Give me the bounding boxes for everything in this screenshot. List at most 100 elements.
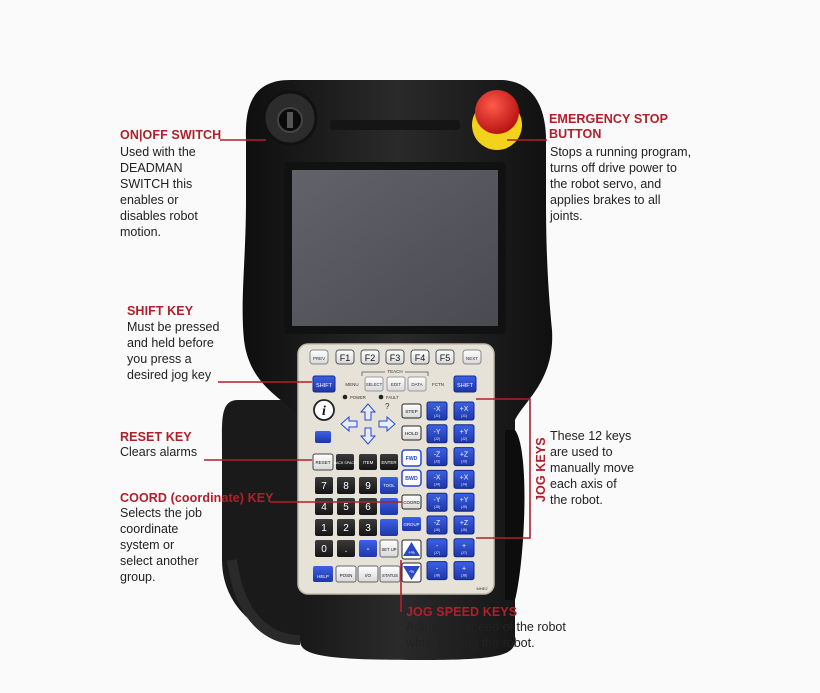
left-keys: RESET BACK SPACE ITEM ENTER xyxy=(312,453,398,471)
enter-key[interactable] xyxy=(380,454,398,470)
key-label: 5 xyxy=(343,502,349,513)
key-label: I/O xyxy=(365,573,372,578)
key-f3[interactable] xyxy=(385,349,405,365)
fwd-key[interactable] xyxy=(401,449,422,467)
key-label: PREV xyxy=(313,356,325,361)
item-key[interactable] xyxy=(359,454,377,470)
jog-key-label: -Y xyxy=(434,497,441,504)
move-menu-key[interactable] xyxy=(380,519,398,536)
jog-key[interactable] xyxy=(426,424,448,444)
estop-button-icon[interactable] xyxy=(475,90,519,134)
callout-lines xyxy=(204,139,547,612)
jog-key-label: -Y xyxy=(434,429,441,436)
jog-key-label: + xyxy=(462,543,466,550)
jog-title: JOG KEYS xyxy=(534,437,548,502)
key-label: FWD xyxy=(406,456,418,462)
setup-key[interactable] xyxy=(379,539,399,558)
jog-key-label: -X xyxy=(434,474,441,481)
key-edit[interactable] xyxy=(386,376,406,392)
power-label: POWER xyxy=(350,395,366,400)
key-dot[interactable] xyxy=(337,540,355,557)
io-key[interactable] xyxy=(357,565,379,583)
key-1[interactable] xyxy=(315,519,333,536)
shift-desc: Must be pressed and held before you pres… xyxy=(127,320,220,382)
onoff-desc: Used with the DEADMAN SWITCH this enable… xyxy=(120,145,198,239)
key-label: COORD xyxy=(403,500,419,505)
jog-key[interactable] xyxy=(453,469,475,489)
key-label: HOLD xyxy=(405,431,419,437)
posn-key[interactable] xyxy=(335,565,357,583)
jog-key[interactable] xyxy=(453,538,475,558)
body-grip-right xyxy=(505,430,525,600)
jog-key-label: +Z xyxy=(460,452,469,459)
key-f5[interactable] xyxy=(435,349,455,365)
jog-key[interactable] xyxy=(426,401,448,421)
jog-key-label: + xyxy=(462,566,466,573)
arrow-left-icon[interactable] xyxy=(340,415,358,433)
step-key[interactable] xyxy=(401,403,422,419)
key-label: FCTN xyxy=(432,382,444,387)
teach-bracket xyxy=(361,371,429,376)
key-label: TOOL xyxy=(383,483,395,488)
jog-key[interactable] xyxy=(426,561,448,581)
key-label: 2 xyxy=(343,523,349,534)
key-label: 6 xyxy=(365,502,371,513)
key-2[interactable] xyxy=(337,519,355,536)
jog-key[interactable] xyxy=(426,515,448,535)
key-f4[interactable] xyxy=(410,349,430,365)
key-3[interactable] xyxy=(359,519,377,536)
key-9[interactable] xyxy=(359,477,377,494)
jog-key[interactable] xyxy=(453,447,475,467)
jog-key-axis: (J6) xyxy=(434,528,441,532)
key-data[interactable] xyxy=(407,376,427,392)
reset-key[interactable] xyxy=(312,453,334,471)
arrow-up-icon[interactable] xyxy=(359,403,377,421)
bwd-key[interactable] xyxy=(401,469,422,487)
jog-key[interactable] xyxy=(453,515,475,535)
key-minus[interactable] xyxy=(359,540,377,557)
jog-key[interactable] xyxy=(453,401,475,421)
key-next[interactable] xyxy=(462,349,482,365)
estop-title-1: EMERGENCY STOP xyxy=(549,112,669,126)
jog-key[interactable] xyxy=(426,447,448,467)
jog-key-axis: (J3) xyxy=(434,460,441,464)
key-8[interactable] xyxy=(337,477,355,494)
group-key[interactable] xyxy=(402,517,421,531)
fault-label: FAULT xyxy=(386,395,399,400)
reset-title: RESET KEY xyxy=(120,430,192,444)
jog-key-axis: (J8) xyxy=(461,574,468,578)
disp-key[interactable] xyxy=(315,431,331,443)
jog-key[interactable] xyxy=(453,492,475,512)
key-0[interactable] xyxy=(315,540,333,557)
key-prev[interactable] xyxy=(309,349,329,365)
jog-key-axis: (J2) xyxy=(434,437,441,441)
key-7[interactable] xyxy=(315,477,333,494)
jog-key-axis: (J4) xyxy=(434,482,441,486)
jog-key-axis: (J1) xyxy=(461,414,468,418)
key-label: EDIT xyxy=(391,382,402,387)
hold-key[interactable] xyxy=(401,425,422,441)
key-label: F1 xyxy=(340,353,351,363)
tool-key[interactable] xyxy=(380,477,398,494)
key-f2[interactable] xyxy=(360,349,380,365)
status-key[interactable] xyxy=(379,565,401,583)
speed-up-icon xyxy=(403,542,420,556)
jog-key-label: +X xyxy=(460,474,469,481)
jog-key[interactable] xyxy=(426,538,448,558)
help-key[interactable] xyxy=(313,566,333,582)
backspace-key[interactable] xyxy=(336,454,354,470)
line-jog-bracket xyxy=(476,398,531,539)
onoff-title: ON|OFF SWITCH xyxy=(120,128,222,142)
arrow-right-icon[interactable] xyxy=(378,415,396,433)
fault-led xyxy=(378,394,384,400)
lcd-screen xyxy=(292,170,498,326)
arrow-down-icon[interactable] xyxy=(359,427,377,445)
jog-key[interactable] xyxy=(426,469,448,489)
key-f1[interactable] xyxy=(335,349,355,365)
info-key[interactable] xyxy=(313,399,335,421)
jog-key[interactable] xyxy=(453,561,475,581)
jog-key[interactable] xyxy=(453,424,475,444)
jog-key[interactable] xyxy=(426,492,448,512)
tool2-key[interactable] xyxy=(380,498,398,515)
key-select[interactable] xyxy=(364,376,384,392)
